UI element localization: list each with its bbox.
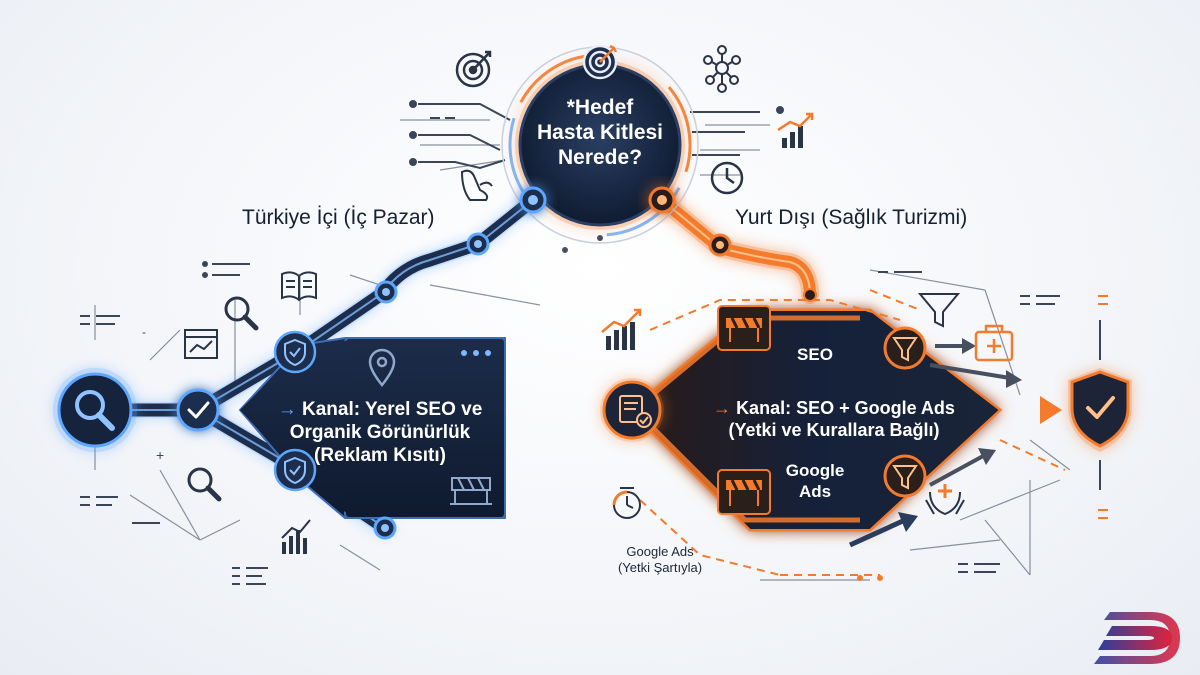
circuit-lines-left — [409, 100, 511, 170]
barrier-top-icon — [717, 305, 771, 351]
shield-check-icon — [273, 330, 317, 492]
care-hands-icon — [925, 484, 965, 516]
right-path — [653, 191, 819, 304]
arrow-right-icon: → — [277, 399, 297, 420]
target-small-icon — [455, 50, 492, 88]
magnifier-small-icon — [187, 467, 222, 502]
google-ads-note-line2: (Yetki Şartıyla) — [617, 560, 703, 575]
circuit-lines-right — [690, 106, 784, 156]
brand-logo-icon — [1094, 612, 1180, 664]
bar-chart-icon-left — [281, 519, 311, 554]
hand-pointer-icon — [460, 169, 493, 201]
search-node-icon — [53, 368, 137, 452]
bar-chart-icon-right — [601, 308, 642, 350]
google-ads-line2: Ads — [798, 482, 832, 501]
center-title-line3: Nerede? — [557, 146, 643, 169]
svg-text:-: - — [142, 325, 146, 339]
funnel-outline-icon — [917, 293, 961, 328]
left-channel-text: → Kanal: Yerel SEO ve Organik Görünürlük… — [262, 398, 498, 467]
right-branch-title: Yurt Dışı (Sağlık Turizmi) — [735, 206, 968, 229]
google-ads-note-line1: Google Ads — [626, 544, 694, 559]
google-ads-note: Google Ads (Yetki Şartıyla) — [600, 544, 720, 576]
timer-icon — [612, 487, 641, 519]
arrow-right-orange-icon: → — [713, 398, 732, 418]
medical-kit-icon — [974, 324, 1014, 362]
google-ads-label: Google Ads — [770, 460, 860, 502]
right-dotlines — [878, 271, 1108, 573]
barrier-icon — [450, 477, 492, 505]
left-dotlines: - + — [80, 261, 268, 585]
network-icon — [703, 45, 741, 93]
left-branch-title: Türkiye İçi (İç Pazar) — [242, 206, 435, 229]
google-ads-line1: Google — [785, 461, 845, 480]
background-lines — [94, 119, 1071, 581]
left-channel-line2: Organik Görünürlük — [289, 422, 471, 443]
right-channel-line1: Kanal: SEO + Google Ads — [736, 398, 955, 418]
book-icon — [281, 271, 317, 302]
clock-icon — [710, 161, 744, 195]
path-nodes — [373, 186, 904, 581]
doc-check-node-icon — [600, 378, 664, 442]
check-node-icon — [176, 388, 220, 432]
target-icon — [582, 44, 618, 80]
right-output-arrows — [848, 338, 1062, 548]
growth-chart-icon — [777, 112, 814, 148]
browser-chart-icon — [184, 329, 218, 359]
magnifier-icon — [224, 296, 259, 331]
left-channel-line3: (Reklam Kısıtı) — [314, 445, 446, 466]
right-channel-line2: (Yetki ve Kurallara Bağlı) — [728, 420, 940, 440]
svg-text:+: + — [156, 447, 164, 463]
center-title: *Hedef Hasta Kitlesi Nerede? — [527, 95, 673, 170]
left-channel-line1: Kanal: Yerel SEO ve — [302, 399, 483, 420]
barrier-bottom-icon — [717, 469, 771, 515]
center-title-line1: *Hedef — [566, 96, 634, 119]
center-title-line2: Hasta Kitlesi — [536, 121, 664, 144]
location-pin-icon — [368, 348, 396, 388]
seo-label: SEO — [797, 345, 833, 364]
shield-final-icon — [1068, 368, 1132, 452]
right-channel-text: → Kanal: SEO + Google Ads (Yetki ve Kura… — [692, 397, 976, 441]
dashed-lines — [639, 289, 1066, 576]
funnel-node-icon — [883, 326, 927, 498]
